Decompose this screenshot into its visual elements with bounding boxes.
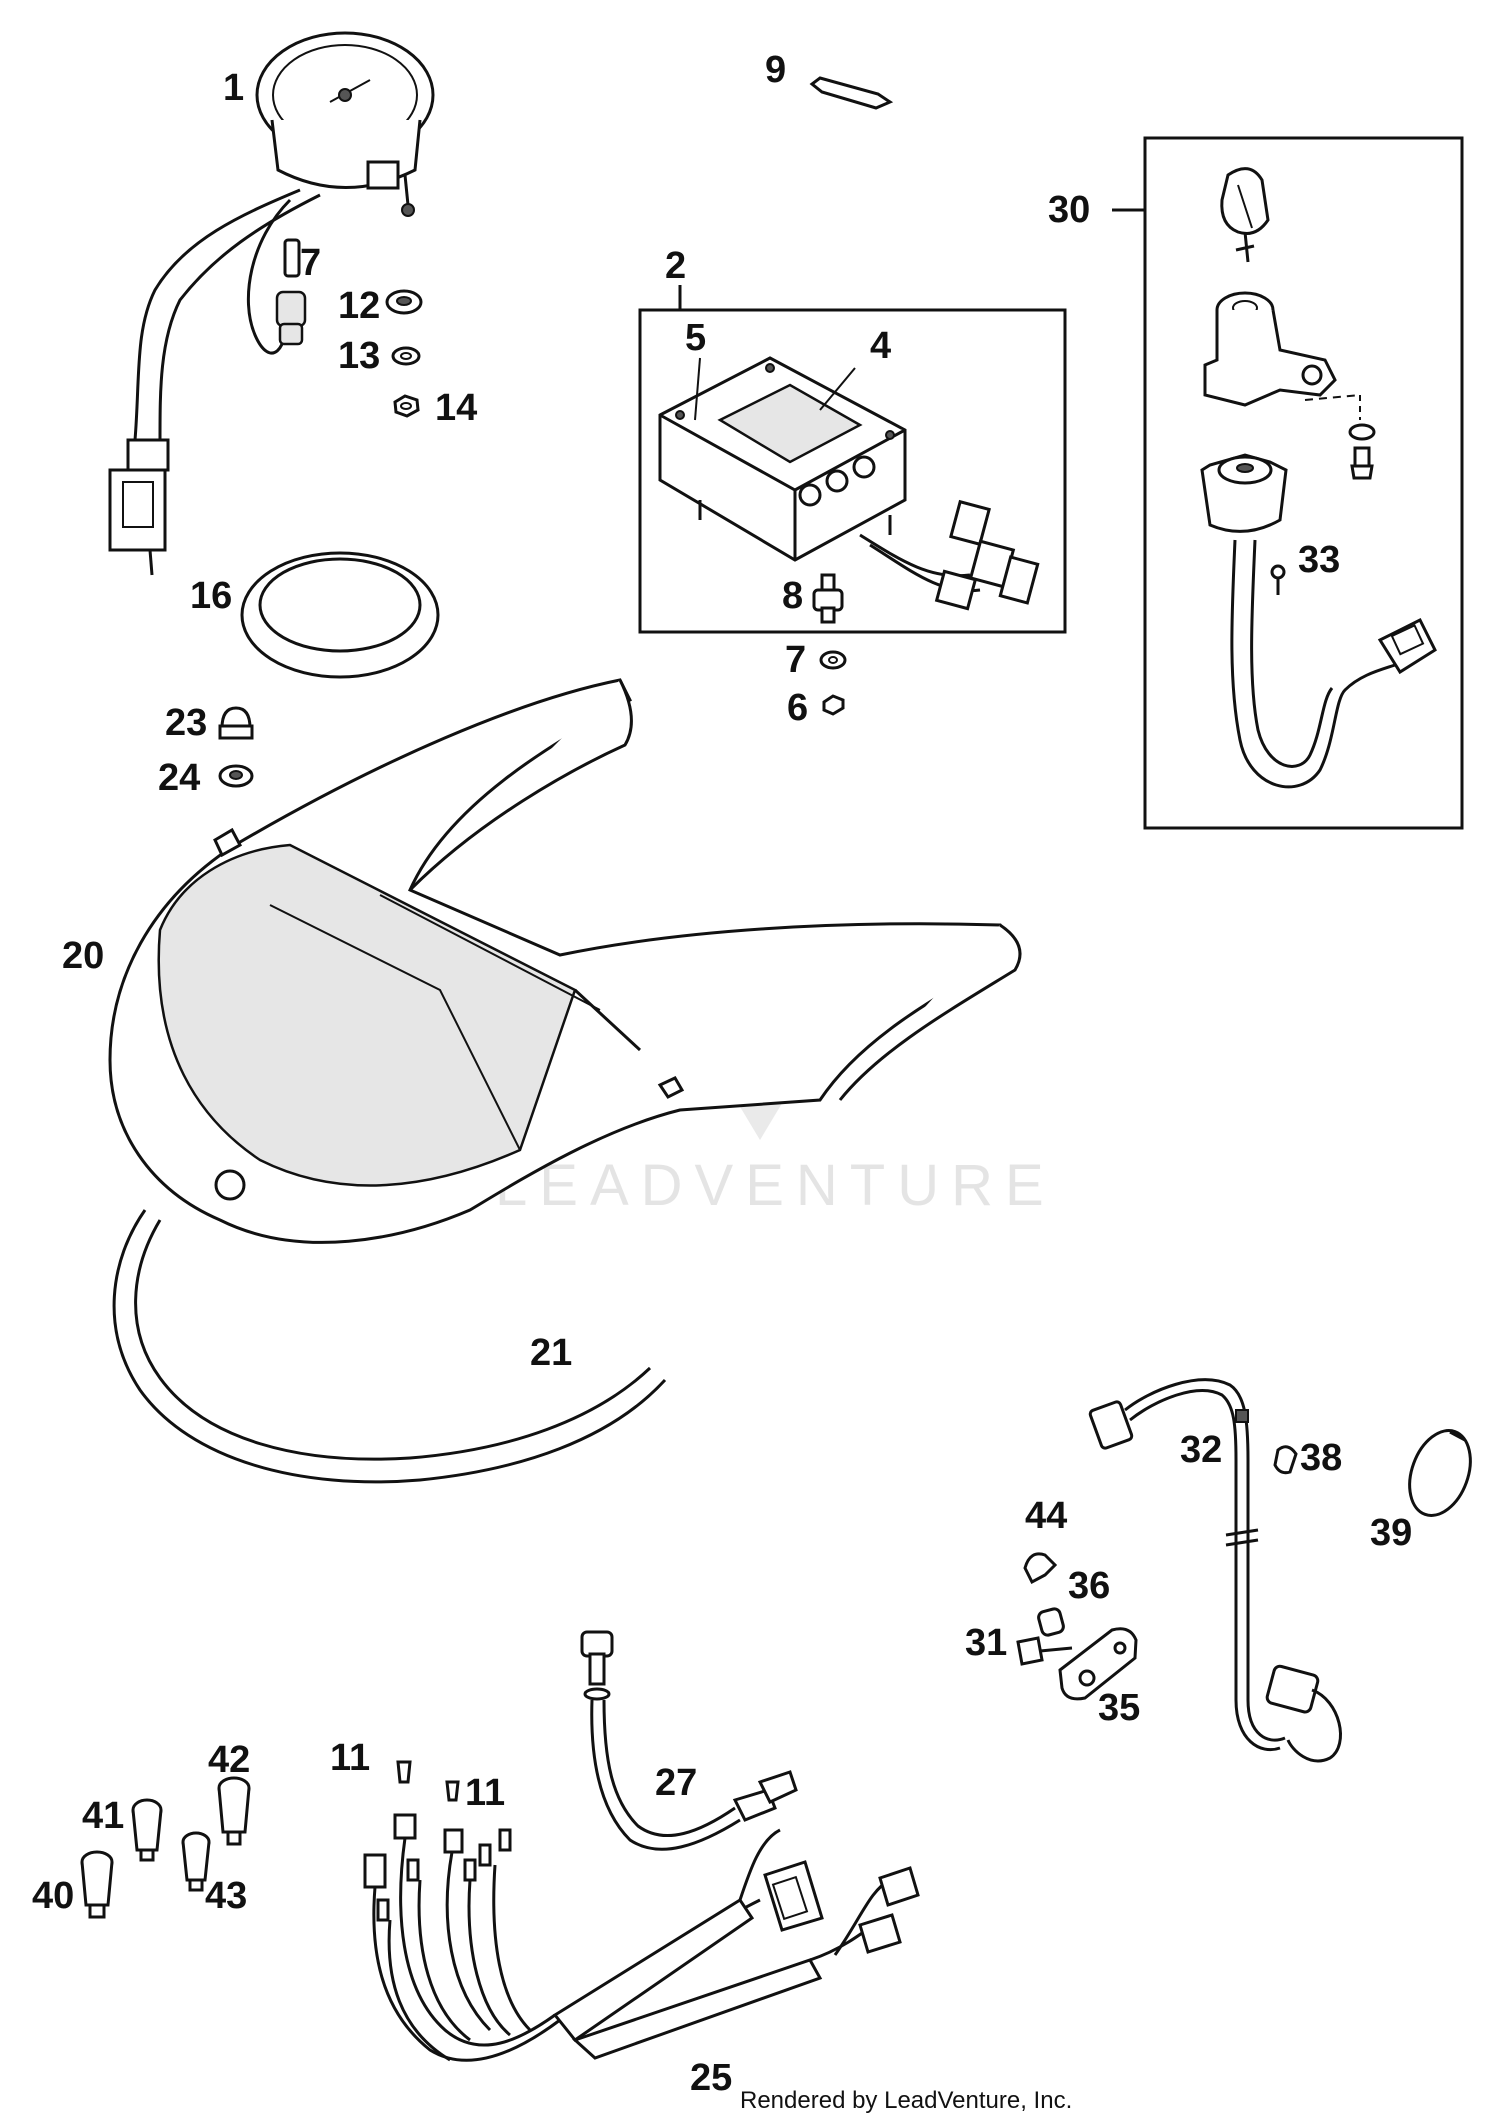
headlight-mask [108, 678, 1022, 1244]
washer-nut-lower [819, 650, 847, 716]
tripmaster [658, 356, 1040, 611]
callout-31: 31 [965, 1622, 1007, 1664]
callout-30: 30 [1048, 189, 1090, 231]
edge-trim [112, 1209, 667, 1484]
callout-12: 12 [338, 285, 380, 327]
callout-21: 21 [530, 1332, 572, 1374]
sensor-mount-hardware [1016, 1552, 1138, 1701]
ignition-lock [1200, 167, 1437, 789]
rubber-ring [240, 551, 440, 679]
grommet-washer-nut [385, 289, 423, 418]
callout-20: 20 [62, 935, 104, 977]
cable-tie [1408, 1429, 1472, 1517]
callout-7-lower: 7 [785, 639, 806, 681]
render-credit: Rendered by LeadVenture, Inc. [740, 2087, 1072, 2114]
callout-27: 27 [655, 1762, 697, 1804]
speedometer [108, 31, 435, 576]
callout-44: 44 [1025, 1495, 1067, 1537]
callout-7-upper: 7 [300, 242, 321, 284]
ignition-lock-frame [1112, 136, 1464, 830]
callout-4: 4 [870, 325, 891, 367]
bulb-pins [396, 1760, 460, 1802]
callout-33: 33 [1298, 539, 1340, 581]
callout-25: 25 [690, 2057, 732, 2099]
indicator-lamps [80, 1776, 251, 1919]
callout-23: 23 [165, 702, 207, 744]
callout-36: 36 [1068, 1565, 1110, 1607]
ground-cable [580, 1630, 798, 1851]
connector-pin [275, 238, 307, 346]
callout-40: 40 [32, 1875, 74, 1917]
callout-1: 1 [223, 67, 244, 109]
callout-43: 43 [205, 1875, 247, 1917]
cap-nut-washer [218, 706, 254, 788]
callout-35: 35 [1098, 1687, 1140, 1729]
callout-32: 32 [1180, 1429, 1222, 1471]
callout-11-right: 11 [465, 1772, 505, 1814]
callout-9: 9 [765, 49, 786, 91]
callout-5: 5 [685, 317, 706, 359]
speed-sensor-cable [1088, 1378, 1342, 1763]
tripmaster-assembly-frame [638, 285, 1067, 634]
callout-13: 13 [338, 335, 380, 377]
callout-42: 42 [208, 1739, 250, 1781]
callout-2: 2 [665, 245, 686, 287]
callout-39: 39 [1370, 1512, 1412, 1554]
callout-38: 38 [1300, 1437, 1342, 1479]
wiring-harness [363, 1813, 920, 2062]
cable-clip [1273, 1445, 1298, 1475]
callout-16: 16 [190, 575, 232, 617]
callout-41: 41 [82, 1795, 124, 1837]
pad [809, 76, 894, 110]
callout-6: 6 [787, 687, 808, 729]
callout-8: 8 [782, 575, 803, 617]
callout-24: 24 [158, 757, 200, 799]
watermark-text: LEADVENTURE [495, 1153, 1056, 1218]
rubber-mount [812, 573, 844, 624]
callout-labels: 1 2 4 5 6 7 7 8 9 11 11 12 13 14 16 20 2… [32, 49, 1412, 2099]
callout-11-left: 11 [330, 1737, 370, 1779]
callout-14: 14 [435, 387, 477, 429]
